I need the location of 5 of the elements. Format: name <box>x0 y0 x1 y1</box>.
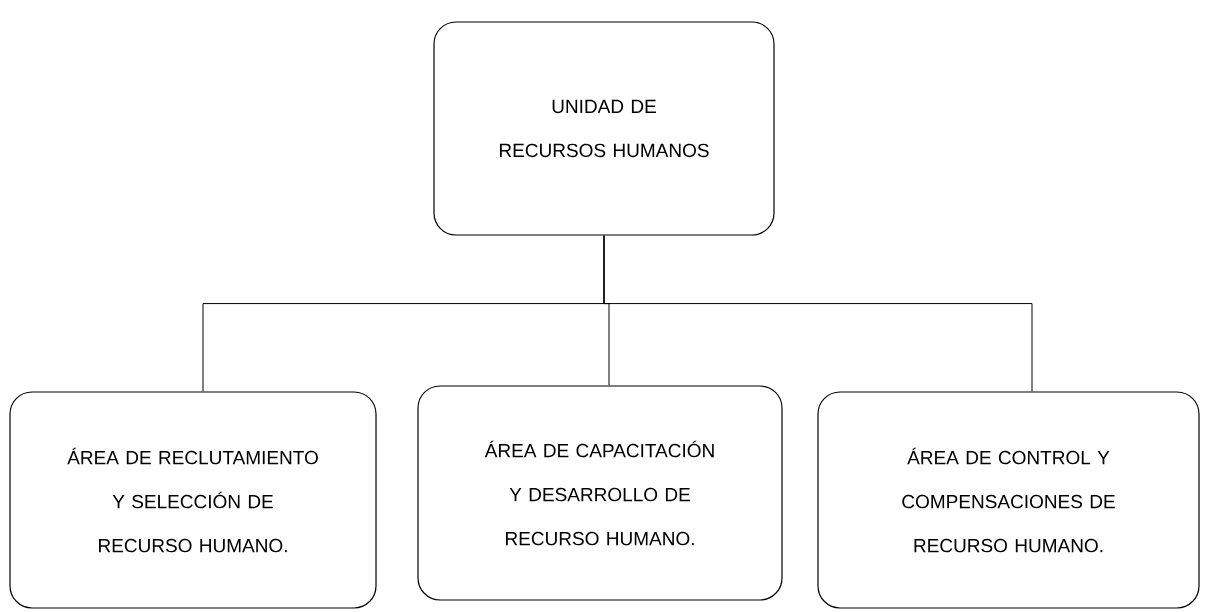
org-box: ÁREA DE RECLUTAMIENTO Y SELECCIÓN DE RECURSO HUMANO. <box>9 391 377 609</box>
org-box: ÁREA DE CONTROL Y COMPENSACIONES DE RECURSO HUMANO. <box>817 391 1200 609</box>
org-box: ÁREA DE CAPACITACIÓN Y DESARROLLO DE RECURSO HUMANO. <box>417 385 783 601</box>
org-box: UNIDAD DE RECURSOS HUMANOS <box>433 21 775 236</box>
connector-line <box>603 235 1033 392</box>
